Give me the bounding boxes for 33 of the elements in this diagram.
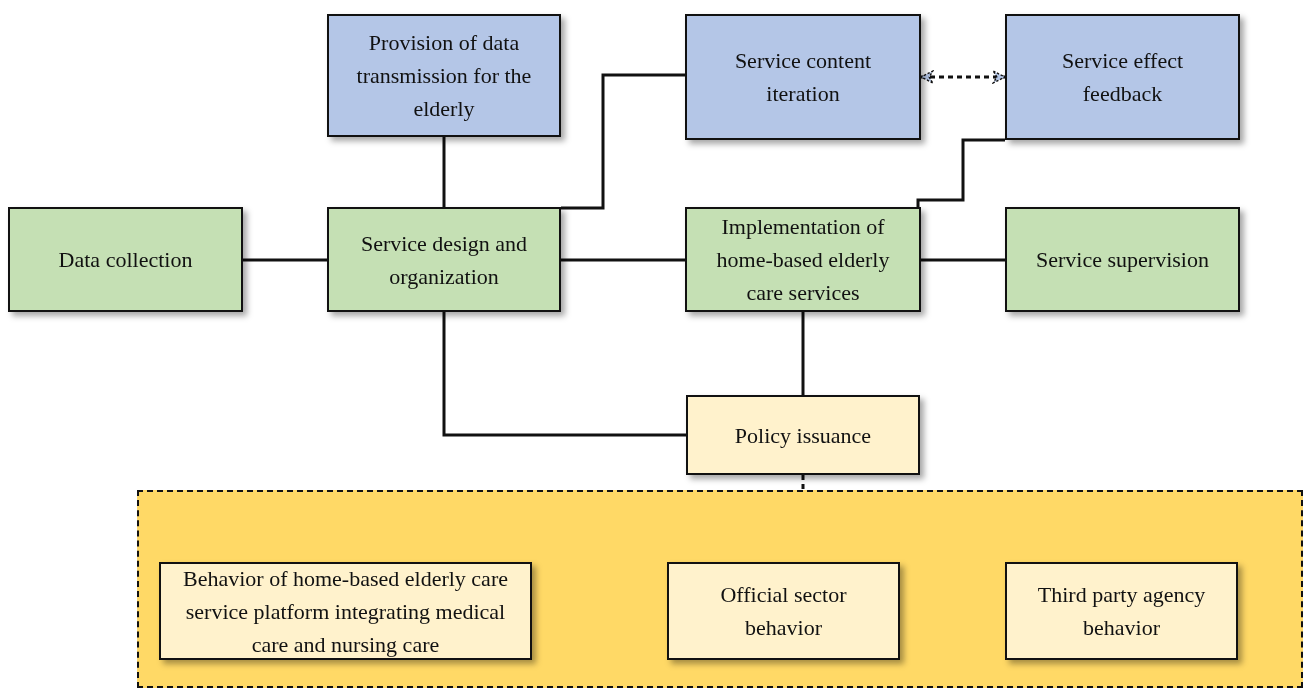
process-box (1005, 207, 1240, 312)
box-text: Provision of data transmission for the elderly (355, 29, 533, 123)
connector-line (561, 73, 685, 210)
box-text: Behavior of home-based elderly care service platform integrating medical care and nursing care (182, 564, 509, 659)
connector-line (920, 70, 1006, 84)
box-text: Service supervision (1035, 246, 1210, 274)
box-text: Service design and organization (359, 229, 529, 291)
process-box (159, 562, 532, 660)
process-box (685, 14, 921, 140)
connector-line (921, 258, 1005, 262)
process-box (8, 207, 243, 312)
connector-line (916, 138, 1005, 207)
box-text: Implementation of home-based elderly care services (715, 213, 891, 307)
connector-line (561, 258, 685, 262)
connector-line (243, 258, 327, 262)
box-text: Data collection (57, 246, 194, 274)
connector-line (442, 137, 446, 207)
band-panel (137, 490, 1303, 688)
box-text: Service effect feedback (1060, 47, 1185, 108)
process-box (667, 562, 900, 660)
connector-line (801, 475, 805, 490)
box-text: Official sector behavior (719, 581, 848, 642)
process-box (327, 14, 561, 137)
box-text: Third party agency behavior (1036, 581, 1207, 642)
process-box (1005, 14, 1240, 140)
connector-line (442, 312, 686, 437)
process-box (1005, 562, 1238, 660)
process-box (327, 207, 561, 312)
box-text: Policy issuance (733, 421, 873, 450)
process-box (686, 395, 920, 475)
box-text: Service content iteration (733, 47, 873, 108)
process-box (685, 207, 921, 312)
connector-line (801, 312, 805, 395)
